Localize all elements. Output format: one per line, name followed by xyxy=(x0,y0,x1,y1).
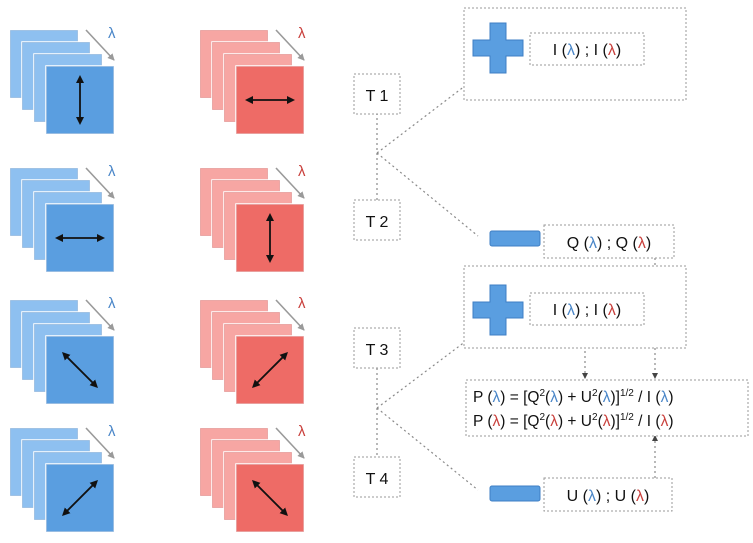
minus-sign-1 xyxy=(489,230,541,247)
formula-line-blue: P (λ) = [Q2(λ) + U2(λ)]1/2 / I (λ) xyxy=(473,388,673,406)
wavelength-arrow xyxy=(275,167,305,199)
polarization-arrow xyxy=(252,480,288,516)
red-image-stack: λ xyxy=(199,295,306,405)
wavelength-arrow xyxy=(85,427,115,459)
lambda-symbol: λ xyxy=(298,25,306,42)
measurement-u: U (λ) ; U (λ) xyxy=(543,477,673,512)
lambda-symbol: λ xyxy=(298,163,306,180)
wavelength-arrow xyxy=(275,29,305,61)
wavelength-arrow xyxy=(85,167,115,199)
lambda-symbol: λ xyxy=(298,423,306,440)
polarization-arrow xyxy=(252,352,288,388)
lambda-symbol: λ xyxy=(108,25,116,42)
time-label-t3: T 3 xyxy=(353,327,401,369)
formula-line-red: P (λ) = [Q2(λ) + U2(λ)]1/2 / I (λ) xyxy=(473,412,673,430)
red-image-stack: λ xyxy=(199,163,306,273)
connector-lines xyxy=(376,75,658,491)
svg-text:U (λ) ; U (λ): U (λ) ; U (λ) xyxy=(567,488,650,505)
polarization-arrow xyxy=(62,352,98,388)
lambda-symbol: λ xyxy=(298,295,306,312)
measurement-i-1: I (λ) ; I (λ) xyxy=(529,32,645,66)
time-label-text: T 3 xyxy=(366,342,389,359)
measurement-q: Q (λ) ; Q (λ) xyxy=(543,224,675,259)
red-image-stack: λ xyxy=(199,423,306,533)
time-label-t2: T 2 xyxy=(353,199,401,241)
lambda-symbol: λ xyxy=(108,295,116,312)
wavelength-arrow xyxy=(275,299,305,331)
wavelength-arrow xyxy=(275,427,305,459)
lambda-symbol: λ xyxy=(108,163,116,180)
polarization-formula: P (λ) = [Q2(λ) + U2(λ)]1/2 / I (λ) P (λ)… xyxy=(465,379,749,437)
plus-sign-1 xyxy=(472,22,524,74)
polarization-arrow xyxy=(62,480,98,516)
image-stacks: λ λ λ λ λ λ λ λ xyxy=(9,25,306,533)
svg-text:I (λ) ; I (λ): I (λ) ; I (λ) xyxy=(553,42,621,59)
lambda-symbol: λ xyxy=(108,423,116,440)
wavelength-arrow xyxy=(85,29,115,61)
blue-image-stack: λ xyxy=(9,423,116,533)
plus-sign-2 xyxy=(472,284,524,336)
time-label-text: T 1 xyxy=(366,88,389,105)
time-label-t1: T 1 xyxy=(353,73,401,115)
red-image-stack: λ xyxy=(199,25,306,135)
time-label-text: T 4 xyxy=(366,471,389,488)
wavelength-arrow xyxy=(85,299,115,331)
svg-text:I (λ) ; I (λ): I (λ) ; I (λ) xyxy=(553,302,621,319)
time-label-t4: T 4 xyxy=(353,456,401,498)
blue-image-stack: λ xyxy=(9,25,116,135)
blue-image-stack: λ xyxy=(9,163,116,273)
minus-sign-2 xyxy=(489,485,541,502)
time-label-text: T 2 xyxy=(366,214,389,231)
measurement-i-2: I (λ) ; I (λ) xyxy=(529,292,645,326)
svg-text:Q (λ) ; Q (λ): Q (λ) ; Q (λ) xyxy=(567,235,651,252)
blue-image-stack: λ xyxy=(9,295,116,405)
